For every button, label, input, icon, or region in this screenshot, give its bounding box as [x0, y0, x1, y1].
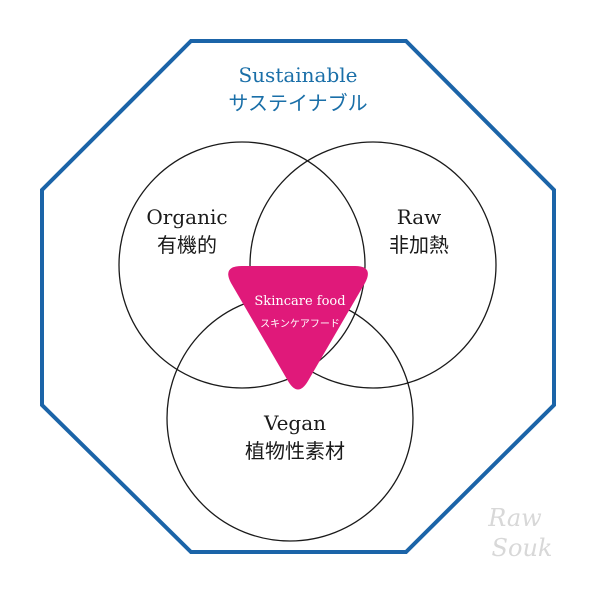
logo-line1: Raw	[487, 504, 542, 532]
raw-circle	[249, 141, 497, 389]
title-en: Sustainable	[238, 63, 357, 87]
center-triangle	[228, 266, 368, 390]
title-ja: サステイナブル	[228, 91, 367, 115]
organic-label-en: Organic	[146, 205, 227, 229]
center-label-ja: スキンケアフード	[260, 318, 340, 330]
vegan-label-ja: 植物性素材	[245, 439, 345, 463]
raw-label-en: Raw	[397, 205, 442, 229]
raw-label-ja: 非加熱	[389, 233, 449, 257]
organic-label-ja: 有機的	[157, 233, 217, 257]
vegan-label-en: Vegan	[263, 411, 326, 435]
logo-line2: Souk	[492, 534, 553, 562]
organic-circle	[118, 141, 366, 389]
sustainable-octagon	[40, 39, 556, 554]
center-label-en: Skincare food	[254, 294, 345, 309]
